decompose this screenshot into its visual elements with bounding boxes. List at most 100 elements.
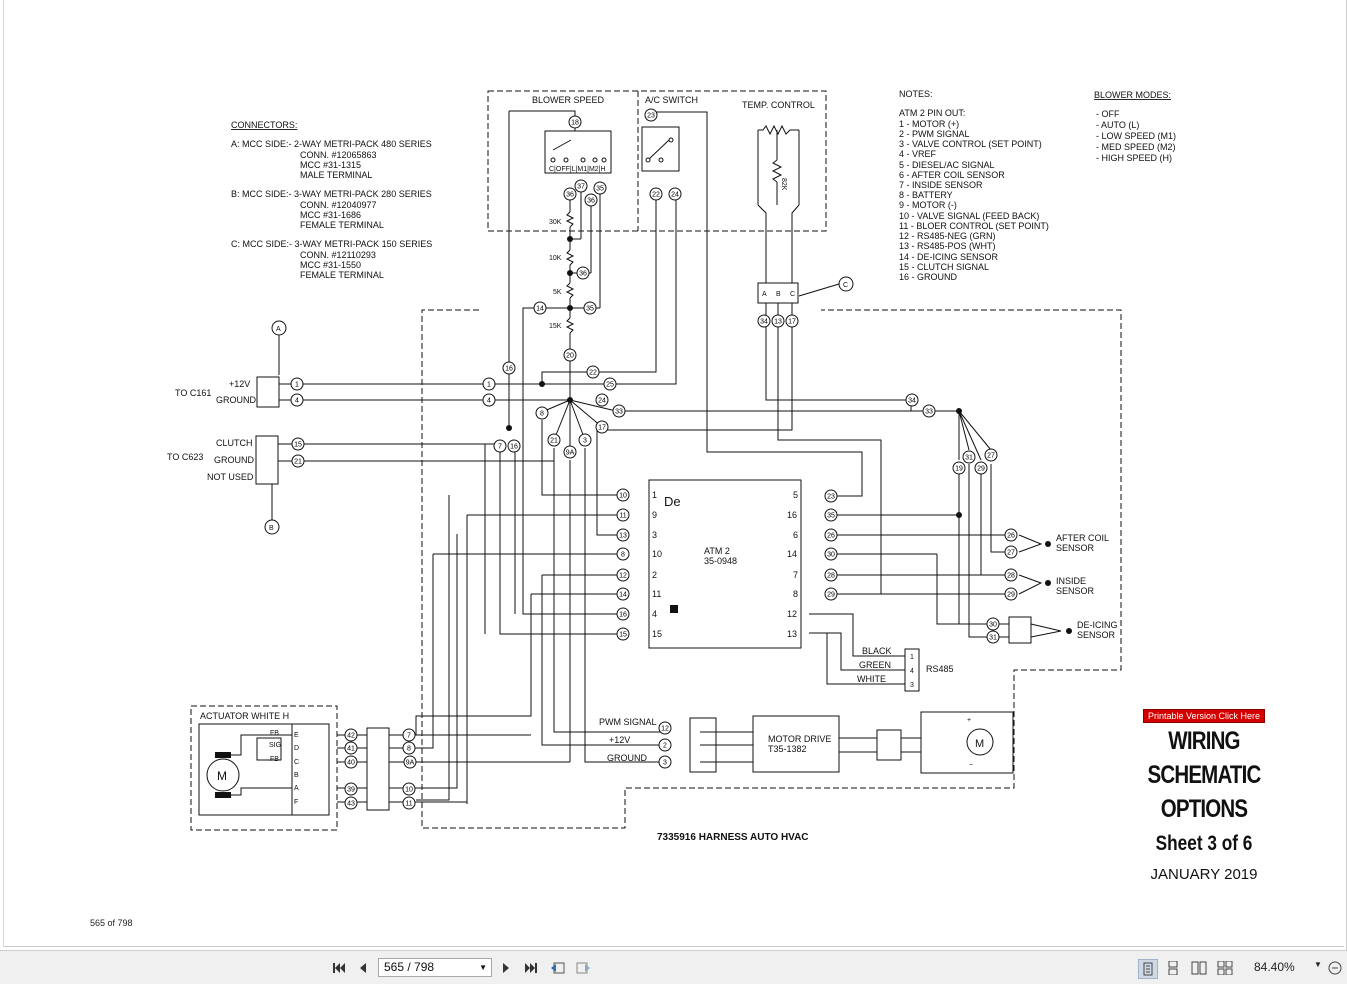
wire-bubble-number: 41 <box>347 746 355 753</box>
wire-bubble <box>1004 568 1018 582</box>
wire-bubble <box>502 361 516 375</box>
wire-bubble <box>616 488 630 502</box>
svg-text:2: 2 <box>652 570 657 580</box>
actuator-boundary <box>190 705 338 831</box>
svg-text:E: E <box>294 732 299 739</box>
wire-bubble-number: 4 <box>295 398 299 405</box>
page-number-value: 565 / 798 <box>384 960 435 974</box>
c161-ground-label: GROUND <box>216 395 256 405</box>
wire-bubble-number: 35 <box>827 513 835 520</box>
wire-bubble-number: 27 <box>987 453 995 460</box>
c623-clutch-label: CLUTCH <box>216 438 253 448</box>
connector-c-line-3: MCC #31-1550 <box>300 260 361 270</box>
wire-bubble-number: 27 <box>1007 550 1015 557</box>
wire-bubble-number: 16 <box>505 366 513 373</box>
wire-bubble <box>658 755 672 769</box>
continuous-facing-icon[interactable] <box>1216 959 1234 977</box>
wire-bubble-number: 19 <box>955 466 963 473</box>
connector-b-line-4: FEMALE TERMINAL <box>300 220 384 230</box>
harness-label: 7335916 HARNESS AUTO HVAC <box>657 832 809 843</box>
first-page-icon[interactable] <box>330 959 348 977</box>
wire-bubble-number: 25 <box>606 382 614 389</box>
after-coil-label-2: SENSOR <box>1056 543 1095 553</box>
wire-bubble <box>583 301 597 315</box>
wire-bubble <box>402 741 416 755</box>
blower-mode-item: - OFF <box>1096 109 1120 119</box>
blower-motor-box <box>920 711 1014 774</box>
atm2-part: 35-0948 <box>704 556 737 566</box>
page-number-field[interactable]: 565 / 798 ▼ <box>378 958 492 977</box>
wire-bubble-number: 30 <box>827 552 835 559</box>
svg-text:11: 11 <box>652 589 661 599</box>
wire-bubble-number: 1 <box>487 382 491 389</box>
wire-bubble-number: 14 <box>536 306 544 313</box>
wire-bubble <box>658 721 672 735</box>
svg-text:A: A <box>294 785 299 792</box>
svg-text:M: M <box>975 738 984 750</box>
connector-c623 <box>255 435 279 485</box>
connector-c-line-2: CONN. #12110293 <box>300 250 376 260</box>
svg-text:16: 16 <box>787 510 797 520</box>
svg-text:7: 7 <box>793 570 798 580</box>
motor-12v-label: +12V <box>609 735 630 745</box>
previous-view-icon[interactable] <box>549 959 567 977</box>
previous-page-icon[interactable] <box>354 959 372 977</box>
wire-bubble-number: 26 <box>1007 533 1015 540</box>
facing-icon[interactable] <box>1190 959 1208 977</box>
atm2-name: ATM 2 <box>704 546 730 556</box>
wire-bubble <box>344 728 358 742</box>
wire-bubble <box>984 448 998 462</box>
zoom-dropdown-icon[interactable]: ▼ <box>1314 960 1322 969</box>
zoom-out-icon[interactable] <box>1326 959 1344 977</box>
page-dropdown-icon[interactable]: ▼ <box>479 963 487 972</box>
single-page-icon[interactable] <box>1138 959 1158 979</box>
next-page-icon[interactable] <box>497 959 515 977</box>
c161-12v-label: +12V <box>229 379 250 389</box>
pinout-item: 11 - BLOER CONTROL (SET POINT) <box>899 221 1049 231</box>
svg-text:15: 15 <box>652 629 662 639</box>
pinout-heading: ATM 2 PIN OUT: <box>899 108 965 118</box>
wire-bubble-number: 10 <box>405 787 413 794</box>
motor-drive-part: T35-1382 <box>768 744 807 754</box>
ac-switch-label: A/C SWITCH <box>645 95 698 105</box>
wire-bubble-number: 7 <box>407 733 411 740</box>
next-view-icon[interactable] <box>574 959 592 977</box>
blower-modes-list: - OFF - AUTO (L) - LOW SPEED (M1) - MED … <box>1096 109 1176 163</box>
schematic-subtitle: OPTIONS <box>1160 795 1248 823</box>
zoom-level[interactable]: 84.40% <box>1254 960 1295 974</box>
last-page-icon[interactable] <box>522 959 540 977</box>
wire-bubble-number: 30 <box>989 622 997 629</box>
wire-bubble-number: 34 <box>908 398 916 405</box>
svg-text:8: 8 <box>793 589 798 599</box>
continuous-icon[interactable] <box>1164 959 1182 977</box>
wire-bubble-number: 35 <box>596 186 604 193</box>
svg-text:FB: FB <box>270 730 279 737</box>
svg-text:−: − <box>969 762 973 769</box>
wire-bubble-number: 33 <box>615 409 623 416</box>
motor-drive-box <box>752 715 840 773</box>
wire-bubble <box>824 508 838 522</box>
notes-heading: NOTES: <box>899 89 933 99</box>
wire-bubble <box>344 741 358 755</box>
document-viewport[interactable]: CONNECTORS: A: MCC SIDE:- 2-WAY METRI-PA… <box>0 0 1347 950</box>
svg-text:D: D <box>294 745 299 752</box>
wire-bubble-number: 8 <box>407 746 411 753</box>
blower-mode-item: - LOW SPEED (M1) <box>1096 131 1176 141</box>
rs485-white-label: WHITE <box>857 674 886 684</box>
connector-b-callout <box>264 519 280 535</box>
atm2-module <box>648 479 802 649</box>
wire-bubble-number: 23 <box>647 113 655 120</box>
printable-version-link[interactable]: Printable Version Click Here <box>1142 709 1266 723</box>
wire-bubble-number: 37 <box>577 184 585 191</box>
wire-bubble <box>1004 587 1018 601</box>
wire-bubble <box>403 755 417 769</box>
wire-bubble <box>952 461 966 475</box>
schematic-page: CONNECTORS: A: MCC SIDE:- 2-WAY METRI-PA… <box>3 0 1344 947</box>
wire-bubble-number: 31 <box>989 635 997 642</box>
pinout-item: 15 - CLUTCH SIGNAL <box>899 262 989 272</box>
svg-text:4: 4 <box>910 668 914 675</box>
connector-a-line-2: CONN. #12065863 <box>300 150 377 160</box>
viewer-toolbar: 565 / 798 ▼ 84.40% ▼ <box>0 950 1347 984</box>
svg-text:F: F <box>294 799 298 806</box>
motor-drive-connector <box>689 717 717 773</box>
